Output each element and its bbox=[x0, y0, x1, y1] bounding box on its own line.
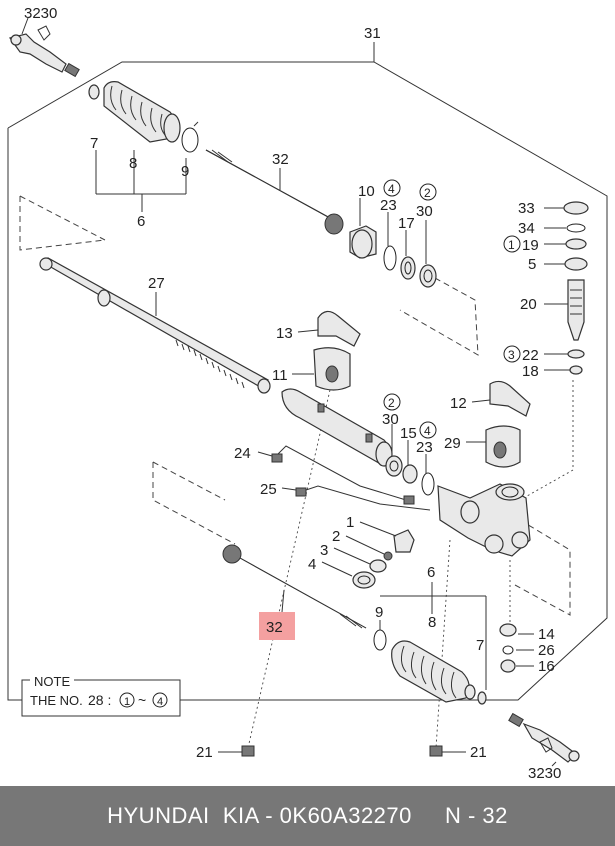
label-4-lower: 4 bbox=[424, 424, 431, 438]
yoke-parts bbox=[321, 521, 415, 589]
label-12: 12 bbox=[450, 395, 467, 412]
label-20: 20 bbox=[520, 296, 537, 313]
label-3-upper: 3 bbox=[508, 348, 515, 362]
note-number: 28 : bbox=[88, 692, 111, 708]
rack-tube bbox=[39, 257, 271, 394]
label-9-lower: 9 bbox=[375, 604, 383, 621]
label-9-upper: 9 bbox=[181, 163, 189, 180]
label-3-yoke: 3 bbox=[320, 542, 328, 559]
rack-bar-upper bbox=[205, 149, 344, 235]
label-16: 16 bbox=[538, 658, 555, 675]
label-30-lower: 30 bbox=[382, 411, 399, 428]
label-5: 5 bbox=[528, 256, 536, 273]
label-4-yoke: 4 bbox=[308, 556, 316, 573]
label-17: 17 bbox=[398, 215, 415, 232]
label-24: 24 bbox=[234, 445, 251, 462]
label-2-yoke: 2 bbox=[332, 528, 340, 545]
bolt-right bbox=[429, 745, 443, 757]
note-from: 1 bbox=[124, 696, 130, 708]
label-21-left: 21 bbox=[196, 744, 213, 761]
boot-lower bbox=[373, 582, 487, 705]
note-box: NOTE THE NO. 28 : 1 ~ 4 bbox=[21, 673, 181, 717]
label-7-lower: 7 bbox=[476, 637, 484, 654]
label-23-upper: 23 bbox=[380, 197, 397, 214]
label-18: 18 bbox=[522, 363, 539, 380]
bushing-group-upper bbox=[349, 198, 437, 288]
mount-bracket-right bbox=[466, 380, 531, 468]
label-26: 26 bbox=[538, 642, 555, 659]
footer-bar: HYUNDAI KIA - 0K60A32270 N - 32 bbox=[0, 786, 615, 846]
bushing-group-lower bbox=[385, 424, 435, 496]
label-1-upper: 1 bbox=[508, 238, 515, 252]
label-4-upper: 4 bbox=[388, 182, 395, 196]
label-23-lower: 23 bbox=[416, 439, 433, 456]
tie-rod-end-right bbox=[508, 712, 580, 767]
assembly-outline bbox=[7, 61, 608, 701]
label-1-lower: 1 bbox=[346, 514, 354, 531]
pinion-stack bbox=[544, 201, 589, 375]
note-tilde: ~ bbox=[138, 692, 146, 708]
label-13: 13 bbox=[276, 325, 293, 342]
label-29: 29 bbox=[444, 435, 461, 452]
feed-pipes bbox=[257, 445, 431, 511]
tie-rod-end-left bbox=[8, 17, 80, 78]
cylinder-housing bbox=[281, 388, 393, 467]
label-25: 25 bbox=[260, 481, 277, 498]
gear-housing bbox=[437, 483, 531, 557]
label-2-lower: 2 bbox=[388, 396, 395, 410]
label-31: 31 bbox=[364, 25, 381, 42]
note-title: NOTE bbox=[34, 674, 70, 689]
label-33: 33 bbox=[518, 200, 535, 217]
label-8-lower: 8 bbox=[428, 614, 436, 631]
label-3230-bottom: 3230 bbox=[528, 765, 561, 782]
parts-diagram: NOTE THE NO. 28 : 1 ~ 4 3230 31 7 8 9 6 … bbox=[7, 5, 608, 782]
label-14: 14 bbox=[538, 626, 555, 643]
label-21-right: 21 bbox=[470, 744, 487, 761]
label-7-upper: 7 bbox=[90, 135, 98, 152]
bolt-left bbox=[241, 745, 255, 757]
boot-upper bbox=[88, 81, 199, 153]
footer-page: N - 32 bbox=[444, 803, 508, 828]
rack-bar-lower bbox=[222, 544, 367, 629]
label-15: 15 bbox=[400, 425, 417, 442]
note-to: 4 bbox=[157, 696, 163, 708]
label-3230-top: 3230 bbox=[24, 5, 57, 22]
footer-brand: HYUNDAI KIA - 0K60A32270 bbox=[107, 803, 412, 828]
label-6-lower: 6 bbox=[427, 564, 435, 581]
label-6-upper: 6 bbox=[137, 213, 145, 230]
label-10: 10 bbox=[358, 183, 375, 200]
label-32-highlighted: 32 bbox=[266, 619, 283, 636]
mount-bracket-left bbox=[292, 310, 361, 391]
label-8-upper: 8 bbox=[129, 155, 137, 172]
lower-nuts bbox=[499, 623, 534, 673]
label-34: 34 bbox=[518, 220, 535, 237]
note-prefix: THE NO. bbox=[30, 693, 83, 708]
label-11: 11 bbox=[272, 367, 288, 384]
label-2-upper: 2 bbox=[424, 186, 431, 200]
label-27: 27 bbox=[148, 275, 165, 292]
label-32-upper: 32 bbox=[272, 151, 289, 168]
highlight-box bbox=[259, 612, 295, 640]
label-22: 22 bbox=[522, 347, 539, 364]
label-19: 19 bbox=[522, 237, 539, 254]
label-30-upper: 30 bbox=[416, 203, 433, 220]
